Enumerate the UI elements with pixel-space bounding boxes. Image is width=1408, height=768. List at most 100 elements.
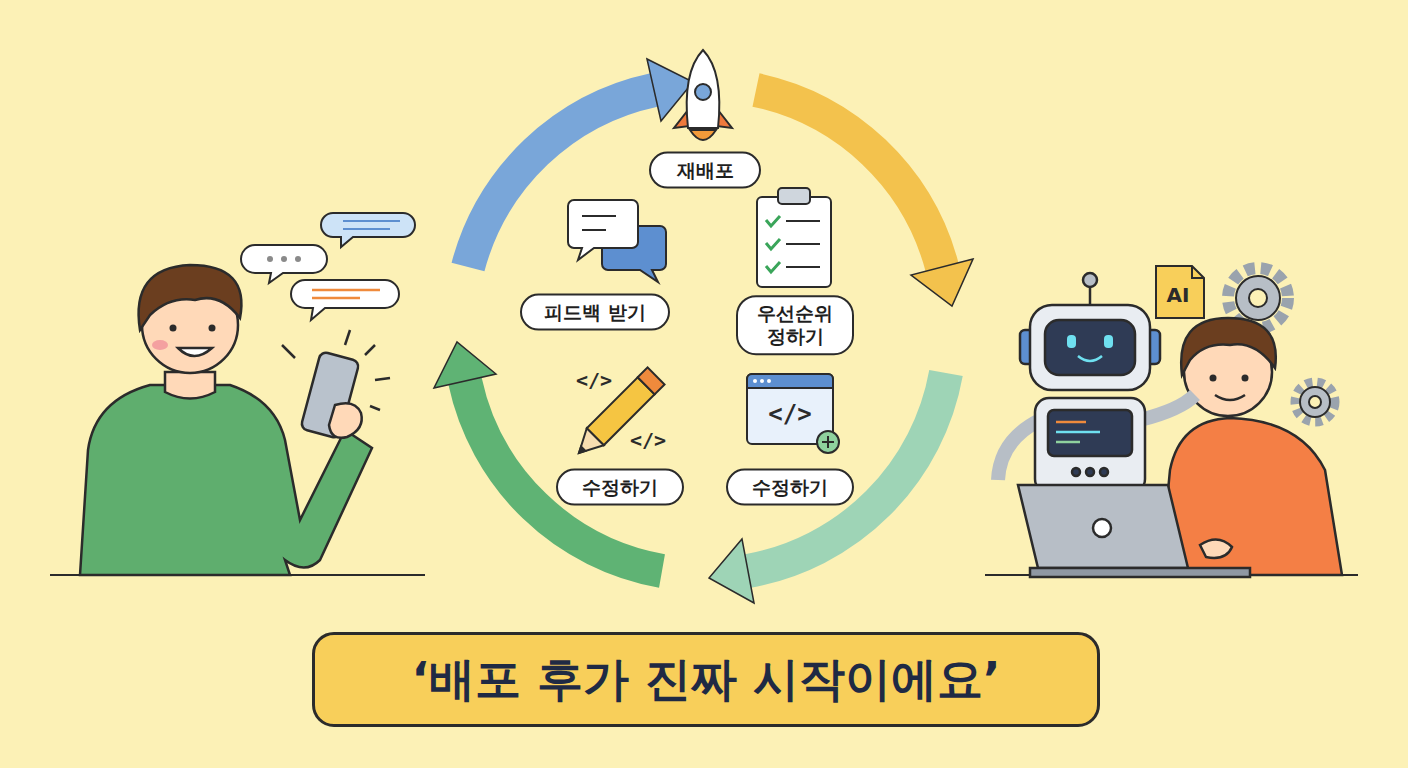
chat-icon-part: [582, 229, 606, 231]
person-right-part: [1210, 375, 1217, 382]
clipboard-icon-part: [786, 243, 820, 245]
person-right-part: [1242, 375, 1249, 382]
code-window-icon: [747, 374, 839, 453]
ai-file-icon: [1156, 266, 1204, 318]
pencil-icon-part: [638, 367, 665, 394]
person-left-part: [365, 345, 375, 355]
person-left-part: [165, 372, 215, 399]
chat-icon: [568, 200, 666, 282]
code-symbol: </>: [576, 368, 612, 392]
speech-bubbles-part: [312, 289, 380, 292]
step-text: 수정하기: [752, 476, 828, 499]
person-left-part: [370, 406, 380, 410]
robot-part: [1035, 398, 1145, 493]
step-text: 피드백 받기: [544, 301, 646, 324]
chat-icon-part: [568, 200, 638, 260]
person-right-part: [1200, 539, 1232, 557]
person-left-part: [152, 340, 168, 350]
code-window-icon-part: [767, 379, 771, 383]
clipboard-icon: [757, 188, 831, 287]
arrow-head-teal: [709, 539, 754, 603]
cycle-arrow-blue: [468, 90, 654, 267]
robot-part: [998, 420, 1040, 480]
step-label: 수정하기: [726, 469, 854, 506]
speech-bubbles-part: [343, 228, 390, 230]
speech-bubbles-part: [321, 213, 415, 247]
robot-part: [1078, 356, 1102, 361]
step-label: 우선순위 정하기: [736, 295, 854, 355]
speech-bubbles-part: [312, 297, 360, 300]
speech-bubbles-part: [343, 220, 400, 222]
ai-file-icon-part: [1156, 266, 1204, 318]
person-left-part: [282, 345, 295, 358]
robot-part: [1045, 320, 1135, 375]
gear-icons-part: [1249, 289, 1267, 307]
pencil-icon-part: [571, 428, 604, 461]
title-text: ‘배포 후가 진짜 시작이에요’: [412, 649, 1001, 711]
step-text: 재배포: [677, 159, 734, 182]
gear-icons-part: [1309, 396, 1321, 408]
person-left-part: [375, 378, 390, 380]
code-window-icon-part: [760, 379, 764, 383]
rocket-icon-part: [690, 130, 716, 140]
laptop-part: [1030, 568, 1250, 577]
person-right-part: [1160, 418, 1342, 575]
arrow-head-green: [434, 342, 496, 388]
ai-file-icon-part: [1192, 266, 1204, 278]
person-right-part: [1181, 318, 1276, 375]
person-left-part: [345, 330, 350, 345]
person-left-part: [329, 403, 362, 438]
robot-part: [1056, 441, 1080, 444]
speech-bubbles-part: [281, 256, 287, 262]
code-window-icon-part: [822, 441, 834, 443]
person-right-part: [1215, 395, 1245, 400]
step-label: 수정하기: [556, 469, 684, 506]
chat-icon-part: [582, 215, 616, 217]
robot-part: [1083, 273, 1097, 287]
step-label: 재배포: [649, 152, 761, 189]
file-icon-text: AI: [1167, 283, 1190, 307]
robot-part: [1104, 335, 1113, 348]
clipboard-icon-part: [757, 197, 831, 287]
person-left-part: [178, 348, 212, 356]
gear-icons-part: [1300, 387, 1330, 417]
laptop-part: [1018, 485, 1188, 568]
robot-part: [1140, 395, 1195, 420]
person-left-part: [209, 325, 216, 332]
clipboard-icon-part: [766, 262, 780, 272]
robot-part: [1067, 335, 1076, 348]
speech-bubbles-part: [267, 256, 273, 262]
speech-bubbles-part: [295, 256, 301, 262]
robot-part: [1056, 431, 1100, 434]
gear-icons-part: [1236, 276, 1280, 320]
clipboard-icon-part: [786, 266, 820, 268]
step-text: 수정하기: [582, 476, 658, 499]
laptop-part: [1093, 519, 1111, 537]
arrow-head-yellow: [911, 259, 973, 306]
step-label: 피드백 받기: [520, 294, 670, 331]
gear-icons-part: [1295, 382, 1335, 422]
speech-bubbles: [241, 213, 415, 320]
code-window-icon-part: [817, 431, 839, 453]
robot-part: [1056, 421, 1086, 424]
robot-part: [1030, 305, 1150, 390]
code-symbol: </>: [768, 400, 811, 428]
clipboard-icon-part: [766, 216, 780, 226]
rocket-icon: [674, 50, 732, 140]
clipboard-icon-part: [786, 220, 820, 222]
robot-part: [1048, 410, 1132, 456]
step-text: 우선순위 정하기: [748, 302, 842, 348]
robot: [998, 273, 1195, 493]
person-right: [1160, 318, 1342, 575]
speech-bubbles-part: [241, 245, 327, 283]
code-window-icon-part: [753, 379, 757, 383]
laptop: [1018, 485, 1250, 577]
cycle-arrow-blue-part: [468, 90, 654, 267]
speech-bubbles-part: [291, 280, 399, 320]
rocket-icon-part: [687, 50, 720, 128]
robot-part: [1086, 468, 1094, 476]
code-window-icon-part: [747, 374, 833, 388]
clipboard-icon-part: [778, 188, 810, 204]
person-left-part: [139, 265, 242, 330]
